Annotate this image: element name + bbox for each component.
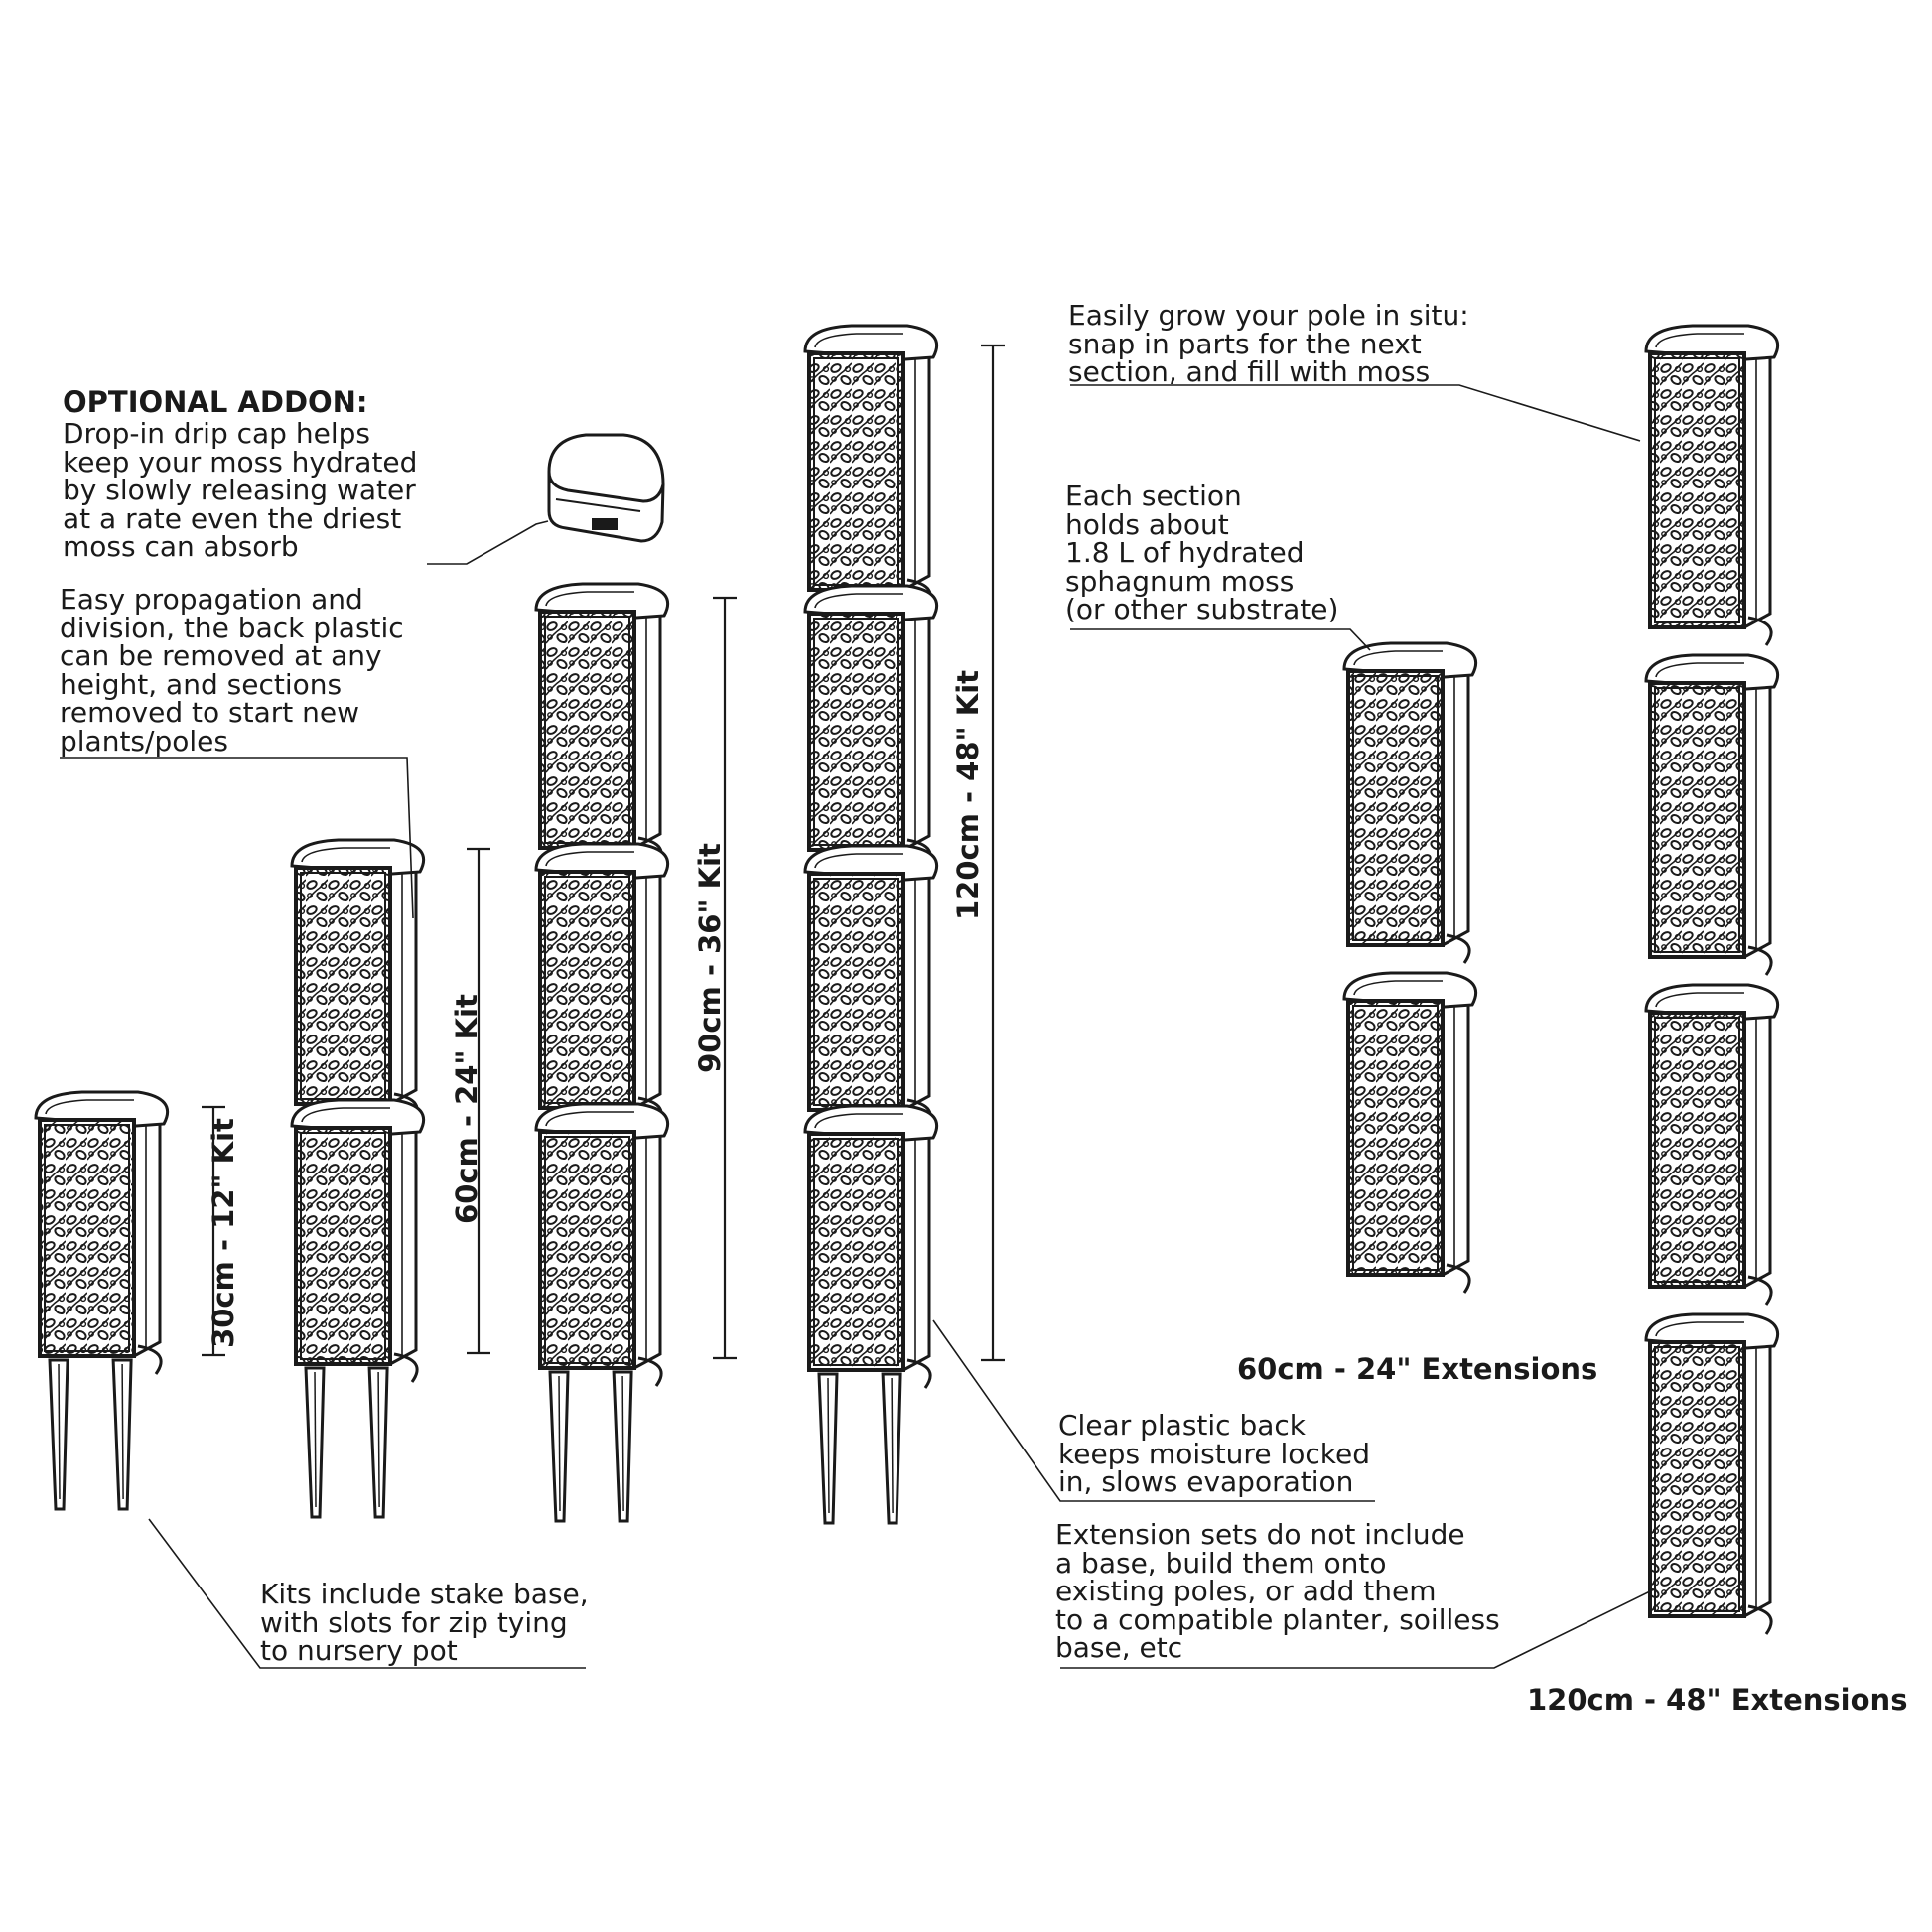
- stake-leader: [148, 1518, 586, 1669]
- pole-section-icon: [1644, 324, 1780, 646]
- pole-section-icon: [1342, 971, 1478, 1294]
- dimension-120cm: [981, 344, 1005, 1362]
- pole-section-icon: [803, 584, 939, 869]
- extension-set-2: [1644, 324, 1780, 1635]
- dimension-30cm: [202, 1105, 225, 1357]
- addon-description: Drop-in drip cap helps keep your moss hy…: [63, 417, 418, 563]
- section-holds-leader: [1070, 628, 1371, 651]
- drip-cap-icon: [547, 433, 665, 543]
- stake-note: Kits include stake base, with slots for …: [260, 1578, 589, 1667]
- addon-heading: OPTIONAL ADDON:: [63, 385, 368, 419]
- pole-section-icon: [803, 324, 939, 609]
- kit-label-120cm: 120cm - 48" Kit: [951, 669, 985, 920]
- propagation-note: Easy propagation and division, the back …: [60, 583, 404, 758]
- pole-section-icon: [1644, 983, 1780, 1306]
- pole-section-icon: [534, 582, 670, 867]
- grow-in-situ-note: Easily grow your pole in situ: snap in p…: [1068, 299, 1469, 388]
- stake-icon: [48, 1358, 133, 1511]
- dimension-90cm: [713, 596, 737, 1360]
- pole-section-icon: [290, 1098, 426, 1383]
- kit-pole-3: [534, 582, 670, 1523]
- pole-section-icon: [1644, 653, 1780, 976]
- kit-pole-2: [290, 838, 426, 1519]
- dimension-60cm: [467, 847, 490, 1355]
- extension-label-120cm: 120cm - 48" Extensions: [1527, 1683, 1908, 1717]
- pole-section-icon: [534, 1102, 670, 1387]
- pole-section-icon: [1644, 1312, 1780, 1635]
- kit-label-90cm: 90cm - 36" Kit: [693, 843, 727, 1073]
- kit-label-30cm: 30cm - 12" Kit: [207, 1118, 240, 1348]
- pole-section-icon: [290, 838, 426, 1123]
- extension-sets-note: Extension sets do not include a base, bu…: [1055, 1518, 1500, 1664]
- kit-pole-1: [34, 1090, 170, 1511]
- pole-section-icon: [1342, 641, 1478, 964]
- pole-section-icon: [534, 842, 670, 1127]
- clear-back-leader: [932, 1319, 1375, 1502]
- clear-back-note: Clear plastic back keeps moisture locked…: [1058, 1409, 1370, 1498]
- pole-section-icon: [803, 844, 939, 1129]
- grow-in-situ-leader: [1070, 384, 1641, 442]
- section-holds-note: Each section holds about 1.8 L of hydrat…: [1065, 480, 1339, 625]
- stake-icon: [304, 1366, 389, 1519]
- stake-icon: [548, 1370, 633, 1523]
- drip-cap-leader: [427, 520, 549, 565]
- kit-pole-4: [803, 324, 939, 1525]
- extension-label-60cm: 60cm - 24" Extensions: [1237, 1352, 1598, 1386]
- stake-icon: [817, 1372, 902, 1525]
- pole-section-icon: [34, 1090, 170, 1375]
- kit-label-60cm: 60cm - 24" Kit: [450, 994, 483, 1224]
- pole-section-icon: [803, 1104, 939, 1389]
- extension-set-1: [1342, 641, 1478, 1294]
- extension-sets-leader: [1060, 1587, 1657, 1669]
- propagation-leader: [60, 757, 414, 919]
